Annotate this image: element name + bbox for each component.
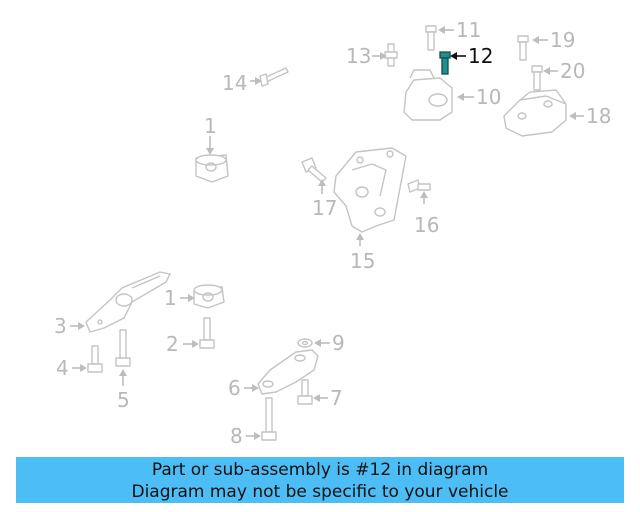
callout-12: 12 xyxy=(468,44,493,68)
parts-diagram: 1 1 2 3 4 5 xyxy=(54,18,611,448)
info-banner: Part or sub-assembly is #12 in diagram D… xyxy=(16,457,624,503)
part-2-bolt: 2 xyxy=(166,317,215,356)
part-6-bracket: 6 xyxy=(228,349,319,400)
part-19-bolt: 19 xyxy=(517,28,575,61)
callout-1-upper: 1 xyxy=(204,114,217,138)
part-4-bolt: 4 xyxy=(56,345,103,380)
part-18-mount: 18 xyxy=(503,89,611,137)
part-15-bracket: 15 xyxy=(333,147,407,273)
banner-line-1: Part or sub-assembly is #12 in diagram xyxy=(151,460,489,480)
part-9-washer: 9 xyxy=(297,331,345,355)
callout-11: 11 xyxy=(456,18,481,42)
part-12-bolt[interactable]: 12 xyxy=(439,44,493,75)
callout-3: 3 xyxy=(54,314,67,338)
part-11-bolt: 11 xyxy=(425,18,481,51)
callout-4: 4 xyxy=(56,356,69,380)
callout-15: 15 xyxy=(350,249,375,273)
callout-18: 18 xyxy=(586,104,611,128)
part-14-bolt: 14 xyxy=(222,67,289,95)
part-8-bolt: 8 xyxy=(230,397,277,448)
part-1-lower-bushing: 1 xyxy=(164,284,225,310)
callout-8: 8 xyxy=(230,424,243,448)
part-13-stud: 13 xyxy=(346,43,398,68)
callout-1-lower: 1 xyxy=(164,286,177,310)
callout-5: 5 xyxy=(117,388,130,412)
part-10-mount: 10 xyxy=(403,69,501,121)
part-17-bolt: 17 xyxy=(301,157,337,220)
callout-17: 17 xyxy=(312,196,337,220)
callout-20: 20 xyxy=(560,59,585,83)
part-20-bolt: 20 xyxy=(531,59,585,91)
callout-14: 14 xyxy=(222,71,247,95)
callout-16: 16 xyxy=(414,213,439,237)
callout-13: 13 xyxy=(346,44,371,68)
callout-9: 9 xyxy=(332,331,345,355)
callout-6: 6 xyxy=(228,376,241,400)
callout-19: 19 xyxy=(550,28,575,52)
callout-2: 2 xyxy=(166,332,179,356)
part-5-bolt: 5 xyxy=(115,329,131,412)
part-3-torque-arm: 3 xyxy=(54,271,171,338)
part-7-bolt: 7 xyxy=(297,379,343,410)
banner-line-2: Diagram may not be specific to your vehi… xyxy=(131,482,509,502)
callout-10: 10 xyxy=(476,85,501,109)
part-16-bolt: 16 xyxy=(407,179,439,237)
part-1-upper-bushing: 1 xyxy=(195,114,229,183)
callout-7: 7 xyxy=(330,386,343,410)
